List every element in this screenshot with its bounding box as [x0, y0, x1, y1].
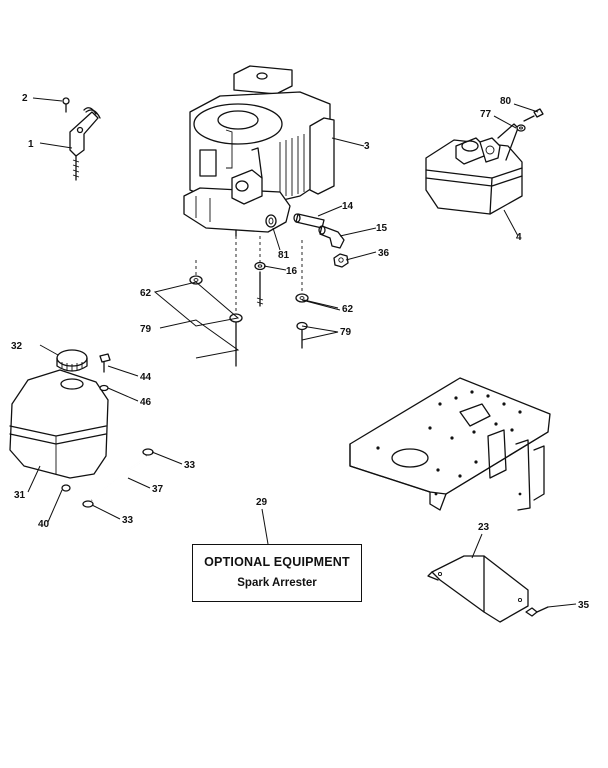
frame-part	[349, 377, 551, 511]
heat-shield-part	[427, 555, 529, 623]
callout-37: 37	[152, 484, 164, 495]
mount-washer-left	[189, 275, 203, 285]
callout-36: 36	[378, 248, 390, 259]
callout-80: 80	[500, 96, 512, 107]
callout-3: 3	[364, 141, 370, 152]
fuel-line-part	[91, 455, 147, 501]
fuel-cap-part	[56, 349, 88, 372]
shield-screw-part	[525, 606, 549, 617]
muffler-part	[425, 123, 523, 215]
elbow-fitting-part	[318, 225, 345, 249]
callout-81: 81	[278, 250, 290, 261]
callout-2: 2	[22, 93, 28, 104]
callout-1: 1	[28, 139, 34, 150]
callout-62-right: 62	[342, 304, 354, 315]
callout-labels: 1 2 3 4 14 15 16 23 29 31 32 33 33 35 36…	[11, 93, 590, 611]
hose-clamp-upper	[142, 448, 154, 456]
callout-44: 44	[140, 372, 152, 383]
screen-part	[265, 214, 277, 228]
callout-62-left: 62	[140, 288, 152, 299]
nut-part	[333, 253, 349, 268]
muffler-washer-part	[516, 124, 526, 132]
callout-16: 16	[286, 266, 298, 277]
mount-bolt-left	[229, 313, 243, 367]
fuel-tank-part	[9, 369, 109, 479]
callout-14: 14	[342, 201, 354, 212]
callout-29: 29	[256, 497, 268, 508]
callout-79-left: 79	[140, 324, 152, 335]
mount-washer-center	[254, 261, 266, 271]
throttle-control-part	[69, 107, 101, 181]
callout-46: 46	[140, 397, 152, 408]
optional-equipment-box: OPTIONAL EQUIPMENT Spark Arrester	[192, 544, 362, 602]
engine-part	[183, 65, 335, 237]
callout-31: 31	[14, 490, 26, 501]
callout-77: 77	[480, 109, 492, 120]
tank-washer-part	[99, 384, 109, 392]
hose-clamp-lower	[82, 500, 94, 508]
callout-23: 23	[478, 522, 490, 533]
callout-32: 32	[11, 341, 23, 352]
fitting-nipple-part	[293, 213, 325, 229]
bushing-part	[61, 484, 71, 492]
callout-4: 4	[516, 232, 522, 243]
callout-40: 40	[38, 519, 50, 530]
optional-equipment-title: OPTIONAL EQUIPMENT	[204, 555, 350, 569]
spark-arrester-label: Spark Arrester	[237, 577, 317, 589]
throttle-screw-part	[62, 97, 70, 113]
callout-35: 35	[578, 600, 590, 611]
callout-33-upper: 33	[184, 460, 196, 471]
tank-bolt-part	[99, 353, 111, 373]
callout-15: 15	[376, 223, 388, 234]
mount-bolt-center	[256, 271, 264, 307]
callout-79-right: 79	[340, 327, 352, 338]
callout-33-lower: 33	[122, 515, 134, 526]
